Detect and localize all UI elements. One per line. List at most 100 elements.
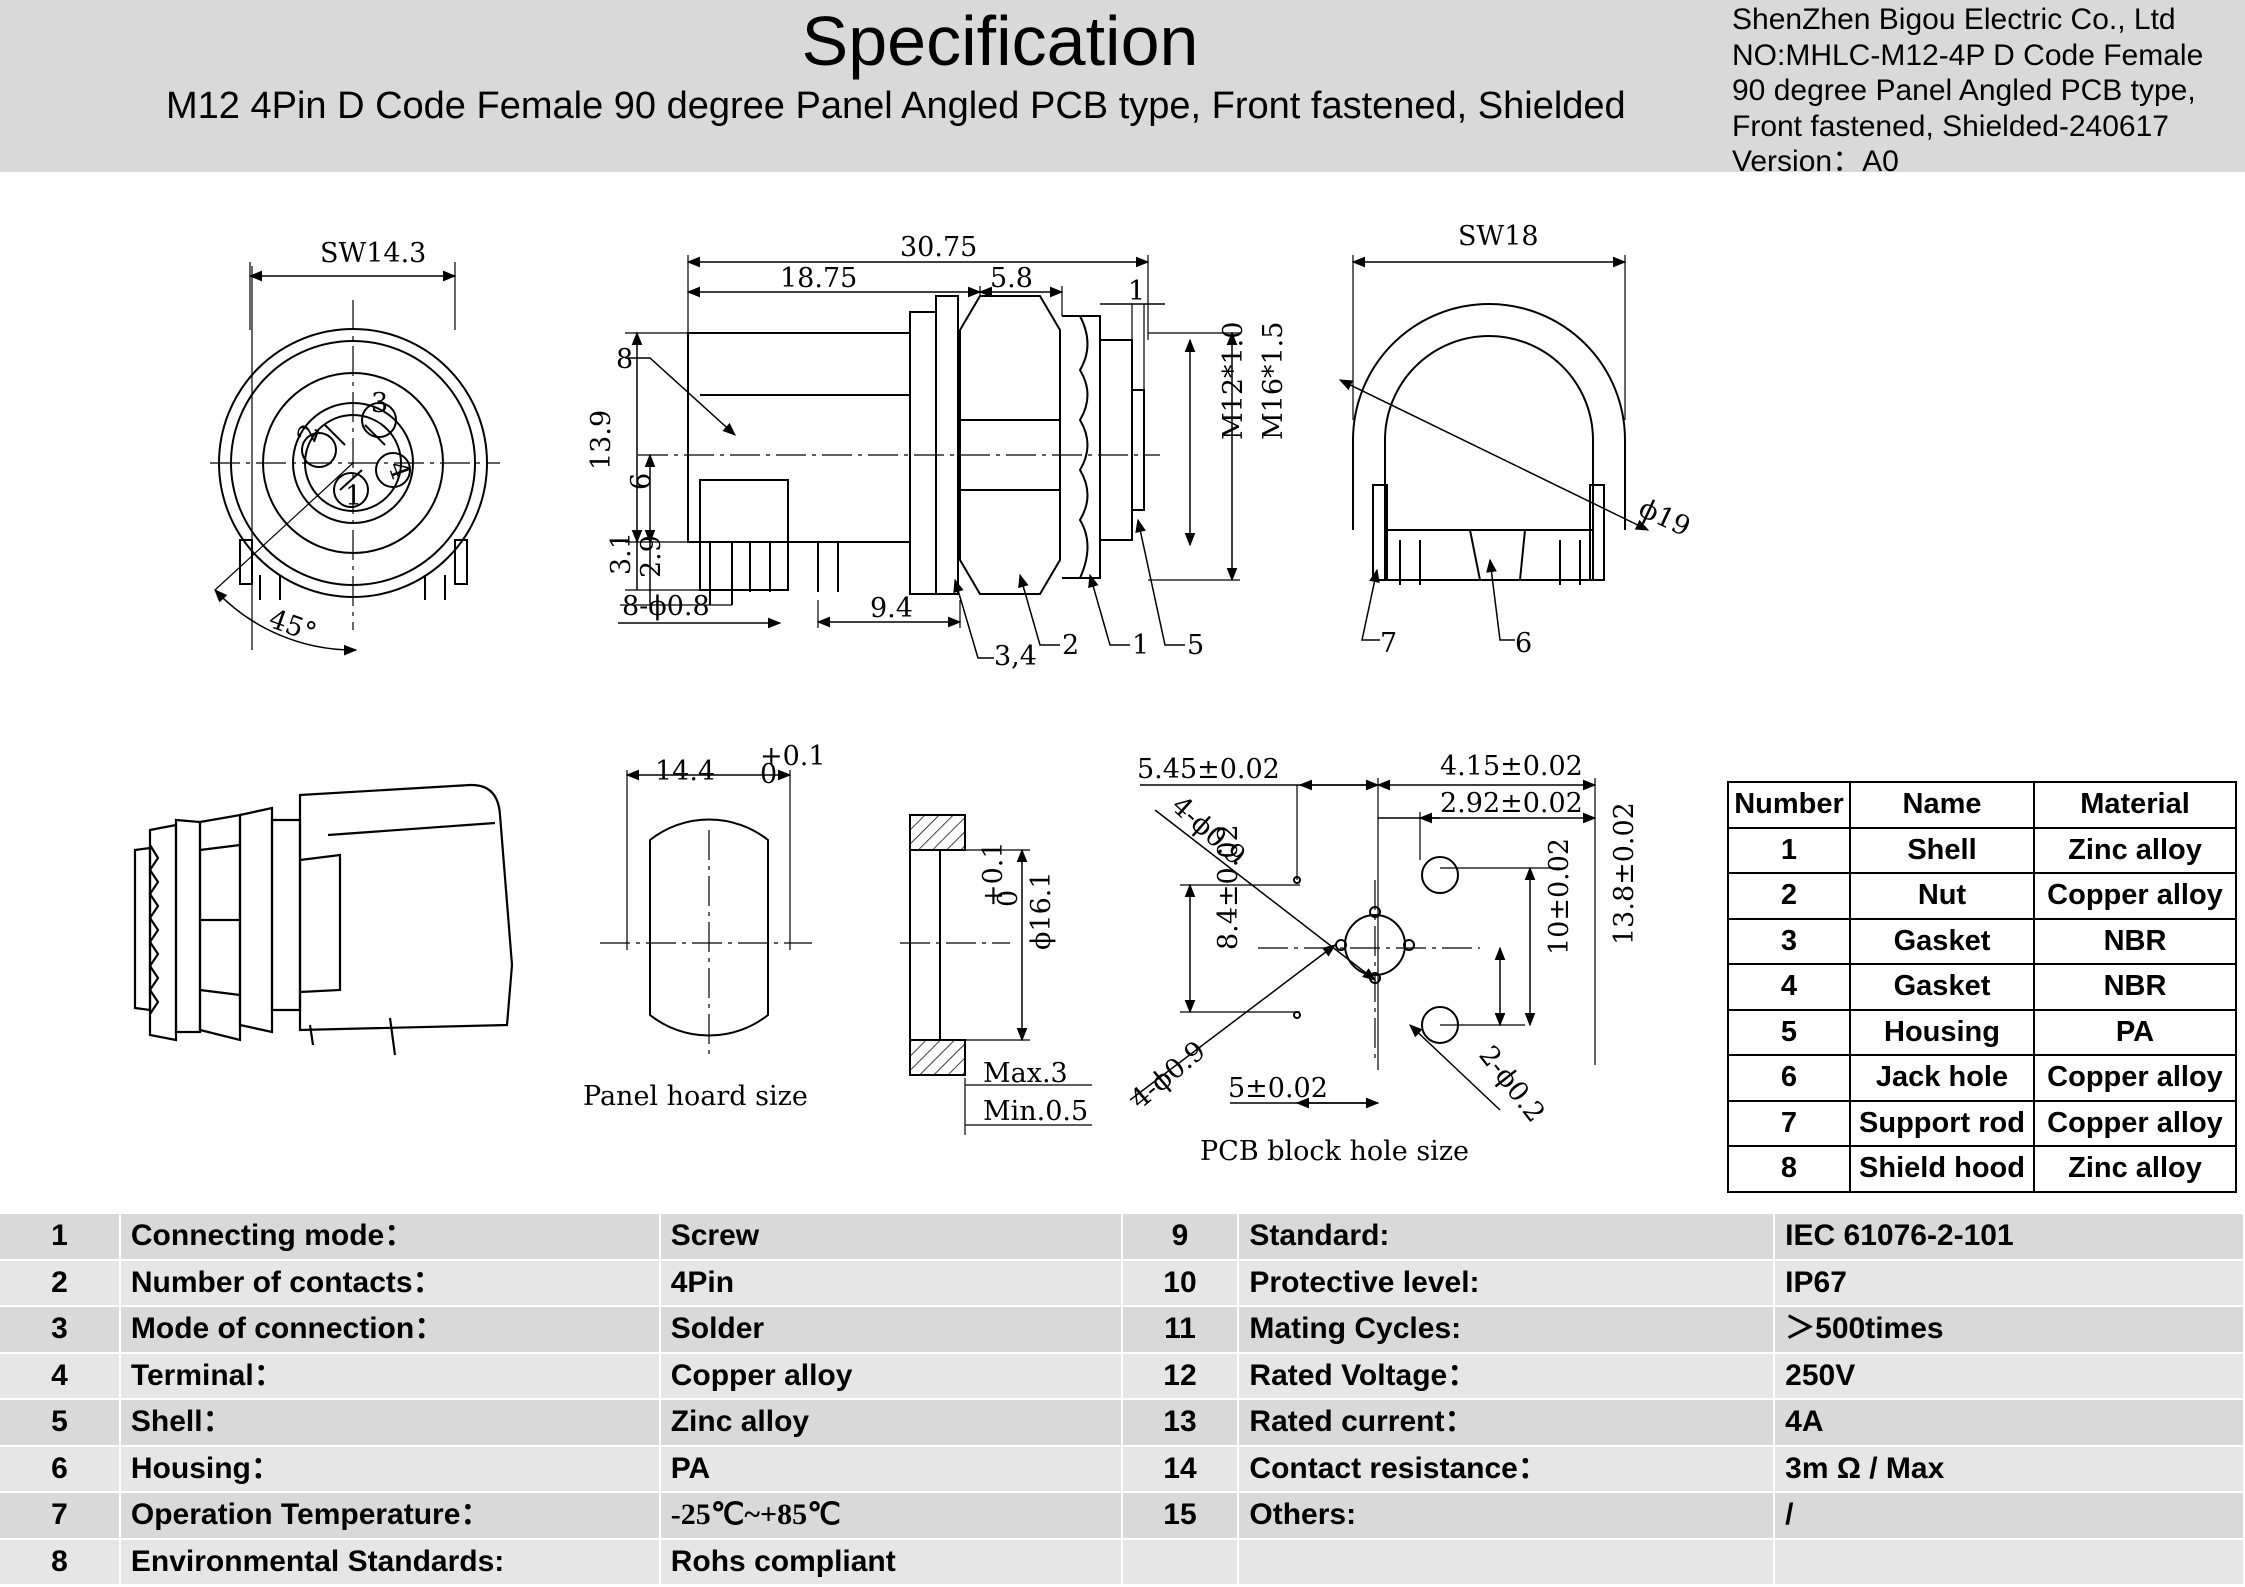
company-info: ShenZhen Bigou Electric Co., Ltd NO:MHLC… (1732, 2, 2203, 180)
spec-value: / (1774, 1492, 2245, 1540)
spec-number: 1 (0, 1214, 121, 1261)
part-name: Jack hole (1849, 1054, 2035, 1102)
spec-number: 3 (0, 1306, 121, 1354)
spec-label: Contact resistance： (1238, 1445, 1776, 1493)
spec-value: 4A (1774, 1399, 2245, 1447)
page-subtitle: M12 4Pin D Code Female 90 degree Panel A… (166, 85, 1626, 127)
spec-value: Screw (659, 1214, 1123, 1261)
spec-label: Terminal： (119, 1352, 661, 1400)
spec-label: Number of contacts： (119, 1259, 661, 1307)
part-number: 1 (1727, 826, 1851, 874)
spec-value: 4Pin (659, 1259, 1123, 1307)
spec-label: Operation Temperature： (119, 1492, 661, 1540)
spec-number: 2 (0, 1259, 121, 1307)
spec-number: 12 (1121, 1352, 1240, 1400)
spec-number: 6 (0, 1445, 121, 1493)
spec-number (1121, 1538, 1240, 1586)
dim-thread-m16: M16*1.5 (1258, 322, 1289, 440)
spec-number: 11 (1121, 1306, 1240, 1354)
spec-label: Environmental Standards: (119, 1538, 661, 1586)
spec-value: ＞500times (1774, 1306, 2245, 1354)
callout-3-4: 3,4 (994, 641, 1037, 672)
callout-5: 5 (1187, 630, 1204, 661)
dim-overall-length: 30.75 (900, 232, 977, 263)
spec-value: 3m Ω / Max (1774, 1445, 2245, 1493)
spec-label: Standard: (1238, 1214, 1776, 1261)
spec-number: 15 (1121, 1492, 1240, 1540)
section-diameter: ϕ16.1 (1026, 871, 1057, 950)
company-line: Front fastened, Shielded-240617 (1732, 109, 2169, 143)
spec-label: Others: (1238, 1492, 1776, 1540)
rear-sw-label: SW18 (1458, 221, 1539, 252)
part-material: Copper alloy (2033, 1054, 2237, 1102)
company-line: Version：A0 (1732, 145, 1899, 178)
part-number: 3 (1727, 917, 1851, 965)
spec-value: -25℃~+85℃ (659, 1492, 1123, 1540)
dim-pin-spacing: 9.4 (870, 593, 913, 624)
pcb-dim: 10±0.02 (1544, 838, 1575, 955)
panel-cutout (600, 769, 812, 1055)
spec-number: 9 (1121, 1214, 1240, 1261)
part-number: 5 (1727, 1008, 1851, 1056)
section-tol-low: 0 (993, 890, 1024, 907)
pin-label: 1 (345, 481, 362, 512)
part-material: NBR (2033, 963, 2237, 1011)
callout-8: 8 (616, 344, 633, 375)
spec-value: IEC 61076-2-101 (1774, 1214, 2245, 1261)
spec-number: 8 (0, 1538, 121, 1586)
part-number: 6 (1727, 1054, 1851, 1102)
header-band: Specification M12 4Pin D Code Female 90 … (0, 0, 2245, 178)
spec-label: Rated current： (1238, 1399, 1776, 1447)
spec-label: Connecting mode： (119, 1214, 661, 1261)
spec-value: Copper alloy (659, 1352, 1123, 1400)
spec-number: 5 (0, 1399, 121, 1447)
technical-drawing: SW14.3 45° 2 3 4 1 (133, 221, 1695, 1167)
dim-step: 1 (1128, 276, 1145, 307)
part-name: Nut (1849, 872, 2035, 920)
connector-3d-view (133, 783, 514, 1056)
pcb-hole-large-bottom: 4-ϕ0.9 (1125, 1035, 1212, 1115)
panel-tol-high: +0.1 (760, 741, 826, 772)
dim-pin-2-9: 2.9 (636, 535, 667, 578)
spec-number: 14 (1121, 1445, 1240, 1493)
pcb-dim: 5.45±0.02 (1137, 754, 1280, 785)
dim-body-length: 18.75 (780, 263, 857, 294)
panel-tol-low: 0 (760, 759, 777, 790)
pcb-dim: 13.8±0.02 (1609, 802, 1640, 945)
spec-value: 250V (1774, 1352, 2245, 1400)
pcb-dim: 8.4±0.02 (1213, 824, 1244, 950)
section-max: Max.3 (983, 1058, 1068, 1089)
part-material: NBR (2033, 917, 2237, 965)
spec-number: 7 (0, 1492, 121, 1540)
company-line: NO:MHLC-M12-4P D Code Female (1732, 38, 2204, 72)
callout-2: 2 (1062, 630, 1079, 661)
panel-caption: Panel hoard size (583, 1081, 808, 1112)
panel-width: 14.4 (655, 756, 715, 787)
company-line: 90 degree Panel Angled PCB type, (1732, 74, 2196, 107)
pcb-dim: 5±0.02 (1228, 1073, 1328, 1104)
callout-7: 7 (1380, 628, 1397, 659)
front-view (210, 262, 500, 656)
spec-value: IP67 (1774, 1259, 2245, 1307)
spec-value: PA (659, 1445, 1123, 1493)
side-view (618, 255, 1240, 659)
part-material: Copper alloy (2033, 872, 2237, 920)
spec-value (1774, 1538, 2245, 1586)
dim-thread-m12: M12*1.0 (1218, 322, 1249, 440)
callout-1: 1 (1132, 630, 1149, 661)
company-line: ShenZhen Bigou Electric Co., Ltd (1732, 3, 2176, 36)
